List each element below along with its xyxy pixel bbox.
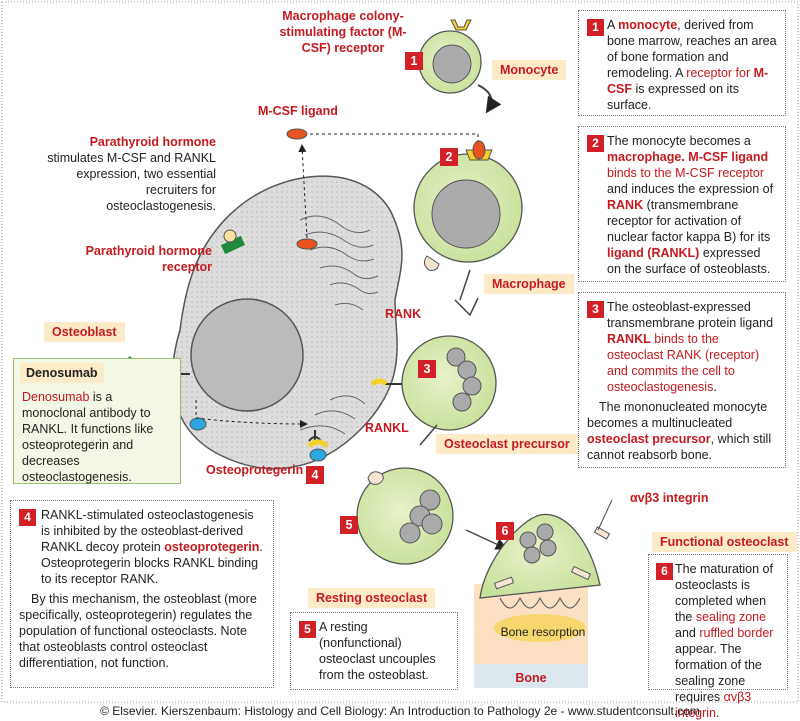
osteoprotegerin-label: Osteoprotegerin xyxy=(206,463,304,477)
mcsf-ligand-free xyxy=(286,128,308,140)
step-1-box: 1 A monocyte, derived from bone marrow, … xyxy=(578,10,786,116)
osteoblast-er xyxy=(299,215,379,435)
diagram-markers xyxy=(306,52,514,540)
step-2-box: 2 The monocyte becomes a macrophage. M-C… xyxy=(578,126,786,282)
mcsf-receptor-label: Macrophage colony-stimulating factor (M-… xyxy=(279,9,407,55)
integrin-label: αvβ3 integrin xyxy=(630,491,709,505)
step-1-number: 1 xyxy=(587,19,604,36)
pth-note: Parathyroid hormone stimulates M-CSF and… xyxy=(47,135,216,213)
marker-4: 4 xyxy=(311,468,319,482)
pth-receptor-shape xyxy=(220,235,246,255)
osteoblast-tag: Osteoblast xyxy=(44,322,125,342)
step-4-number: 4 xyxy=(19,509,36,526)
pth-receptor-label: Parathyroid hormone receptor xyxy=(85,244,212,274)
step-3-box: 3 The osteoblast-expressed transmembrane… xyxy=(578,292,786,468)
denosumab-box: Denosumab Denosumab is a monoclonal anti… xyxy=(13,358,181,484)
rank-label: RANK xyxy=(385,307,422,321)
step-5-box: 5 A resting (nonfunctional) osteoclast u… xyxy=(290,612,458,690)
bone-resorption-label: Bone resorption xyxy=(500,625,586,639)
bone-label-band xyxy=(474,664,588,688)
marker-1: 1 xyxy=(410,54,418,68)
osteoprotegerin-free xyxy=(189,417,207,431)
functional-osteoclast-tag: Functional osteoclast xyxy=(652,532,797,552)
mcsf-receptor-shape xyxy=(450,19,472,31)
osteoclast-precursor-cell xyxy=(401,335,497,431)
step-3-number: 3 xyxy=(587,301,604,318)
osteoblast-nucleus xyxy=(190,298,304,412)
resorption-pit xyxy=(494,614,586,642)
osteoprotegerin-bound xyxy=(309,448,327,462)
step-6-number: 6 xyxy=(656,563,673,580)
monocyte-tag: Monocyte xyxy=(492,60,567,80)
mcsf-ligand-on-osteoblast xyxy=(296,238,318,250)
marker-3: 3 xyxy=(423,362,431,376)
step-2-number: 2 xyxy=(587,135,604,152)
marker-5: 5 xyxy=(345,518,353,532)
step-6-box: 6 The maturation of osteoclasts is compl… xyxy=(648,554,788,720)
resting-osteoclast-tag: Resting osteoclast xyxy=(308,588,436,608)
marker-2: 2 xyxy=(445,150,453,164)
osteoclast-precursor-tag: Osteoclast precursor xyxy=(436,434,578,454)
denosumab-desc: Denosumab is a monoclonal antibody to RA… xyxy=(22,390,154,484)
bone-label: Bone xyxy=(515,671,547,685)
denosumab-title: Denosumab xyxy=(20,363,104,383)
rankl-label: RANKL xyxy=(365,421,409,435)
frame xyxy=(1,1,799,703)
step-5-number: 5 xyxy=(299,621,316,638)
copyright-footer: © Elsevier. Kierszenbaum: Histology and … xyxy=(100,704,700,718)
mcsf-ligand-label: M-CSF ligand xyxy=(258,104,338,118)
macrophage-tag: Macrophage xyxy=(484,274,574,294)
step-4-box: 4 RANKL-stimulated osteoclastogenesis is… xyxy=(10,500,274,688)
marker-6: 6 xyxy=(501,524,509,538)
